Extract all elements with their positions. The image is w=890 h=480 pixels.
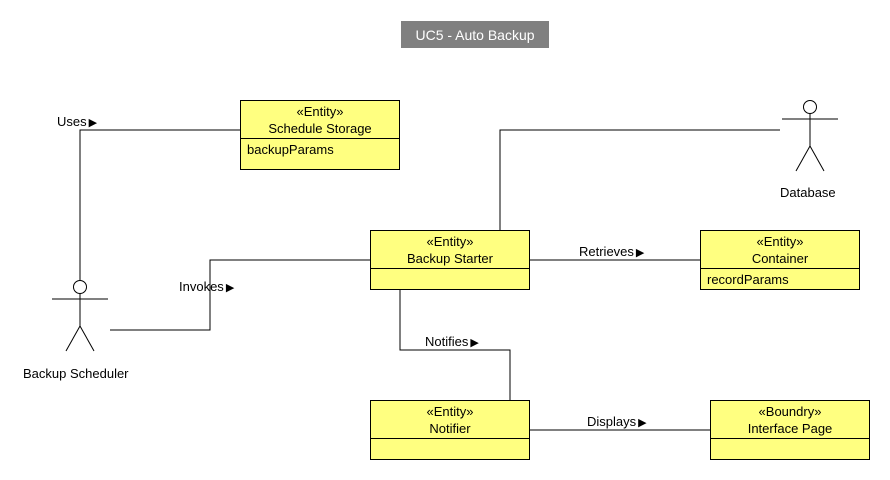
class-stereotype: «Entity» [426, 233, 474, 249]
uses-connector [79, 129, 240, 280]
association-name: Notifies [425, 334, 469, 349]
association-name: Invokes [179, 279, 224, 294]
diagram-title: UC5 - Auto Backup [401, 21, 549, 48]
class-name: Interface Page [747, 420, 833, 436]
actor-label-backup-scheduler: Backup Scheduler [23, 366, 129, 381]
class-header: «Boundry» Interface Page [711, 401, 869, 439]
association-name: Retrieves [579, 244, 634, 259]
class-attribute: backupParams [247, 142, 334, 157]
association-label-displays: Displays▶ [587, 414, 647, 429]
class-attribute: recordParams [707, 272, 789, 287]
database-connector [499, 129, 780, 230]
class-backup-starter[interactable]: «Entity» Backup Starter [370, 230, 530, 290]
notifies-connector [399, 290, 511, 400]
association-label-notifies: Notifies▶ [425, 334, 479, 349]
class-attribute [371, 439, 529, 442]
class-schedule-storage[interactable]: «Entity» Schedule Storage backupParams [240, 100, 400, 170]
association-name: Displays [587, 414, 637, 429]
class-stereotype: «Entity» [756, 233, 804, 249]
class-header: «Entity» Schedule Storage [241, 101, 399, 139]
direction-arrow-icon: ▶ [638, 417, 647, 429]
actor-label-database: Database [780, 185, 836, 200]
direction-arrow-icon: ▶ [470, 337, 479, 349]
association-label-retrieves: Retrieves▶ [579, 244, 644, 259]
class-interface-page[interactable]: «Boundry» Interface Page [710, 400, 870, 460]
class-attribute [371, 269, 529, 272]
class-header: «Entity» Container [701, 231, 859, 269]
class-attribute [711, 439, 869, 442]
class-stereotype: «Boundry» [758, 403, 822, 419]
association-label-uses: Uses▶ [57, 114, 97, 129]
class-stereotype: «Entity» [296, 103, 344, 119]
invokes-connector [110, 259, 370, 331]
class-stereotype: «Entity» [426, 403, 474, 419]
association-name: Uses [57, 114, 87, 129]
class-name: Backup Starter [407, 250, 493, 266]
class-notifier[interactable]: «Entity» Notifier [370, 400, 530, 460]
class-name: Container [751, 250, 809, 266]
class-header: «Entity» Notifier [371, 401, 529, 439]
direction-arrow-icon: ▶ [635, 247, 645, 259]
direction-arrow-icon: ▶ [88, 117, 98, 129]
class-name: Notifier [429, 420, 471, 436]
class-header: «Entity» Backup Starter [371, 231, 529, 269]
database-actor-figure [782, 100, 838, 172]
class-name: Schedule Storage [268, 120, 372, 136]
class-container[interactable]: «Entity» Container recordParams [700, 230, 860, 290]
backup-scheduler-actor-figure [52, 280, 108, 352]
association-label-invokes: Invokes▶ [179, 279, 234, 294]
direction-arrow-icon: ▶ [225, 282, 235, 294]
